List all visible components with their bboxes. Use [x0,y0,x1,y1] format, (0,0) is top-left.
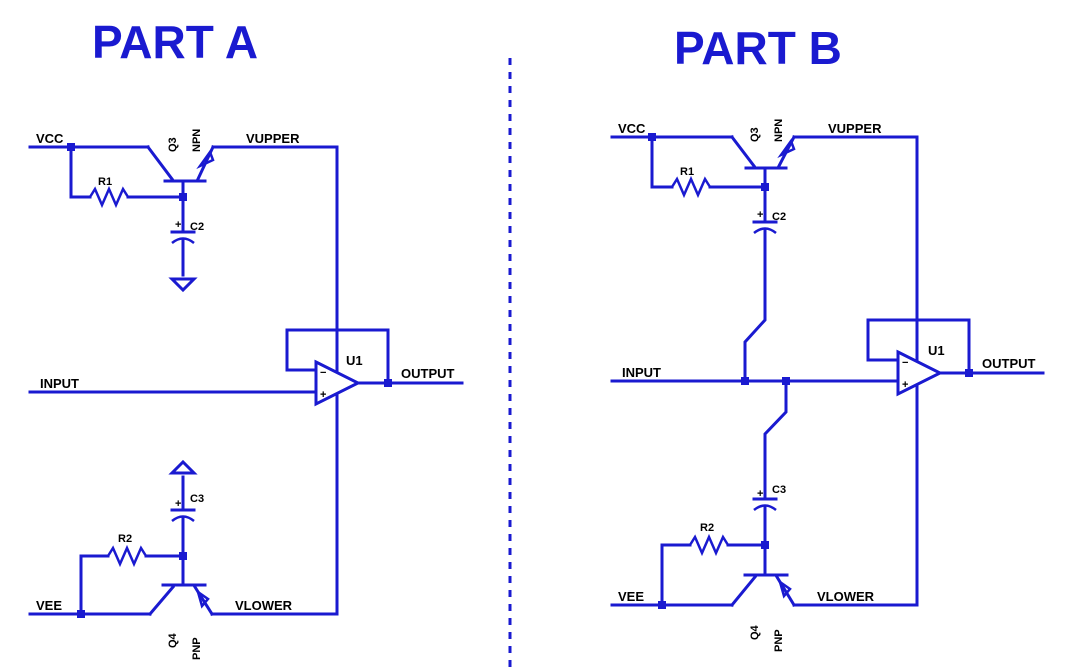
part-b-vlower-wire [792,384,919,607]
part-b-r1-resistor [670,175,712,199]
part-a-q4-transistor: Q4 PNP [147,583,215,660]
part-b-title: PART B [674,22,842,74]
part-b-q3-label: Q3 [749,127,761,142]
svg-text:+: + [175,498,181,510]
part-b-c2-label: C2 [772,211,786,223]
part-a-u1-opamp: − + U1 OUTPUT [285,328,464,407]
part-a-c3-capacitor: C3 + [168,459,204,587]
part-a-q4-label: Q4 [167,632,179,648]
svg-text:+: + [902,379,908,391]
svg-text:−: − [320,367,326,379]
part-a-output-label: OUTPUT [401,366,455,381]
part-a-vee-label: VEE [36,598,62,613]
svg-text:−: − [902,357,908,369]
part-a-vlower-label: VLOWER [235,598,293,613]
part-a-u1-label: U1 [346,353,363,368]
part-a-q3-transistor: Q3 NPN [145,129,215,199]
part-a-c2-capacitor: C2 + [168,195,204,293]
part-b-npn-label: NPN [773,119,785,142]
svg-text:+: + [320,389,326,401]
part-a-r2-resistor [106,544,148,568]
part-b-r1-label: R1 [680,166,694,178]
part-b-q4-transistor: Q4 PNP [729,573,797,652]
svg-text:+: + [757,209,763,221]
part-b-vee-label: VEE [618,589,644,604]
part-b-c3-label: C3 [772,484,786,496]
part-a-c3-label: C3 [190,493,204,505]
part-a-r1-resistor [88,185,130,209]
part-b-pnp-label: PNP [773,629,785,652]
part-a-pnp-label: PNP [191,637,203,660]
part-a-vupper-label: VUPPER [246,131,300,146]
svg-text:+: + [175,219,181,231]
part-b-u1-label: U1 [928,343,945,358]
svg-text:+: + [757,488,763,500]
part-b: PART B VCC R1 Q3 NPN C [610,22,1045,652]
part-a-vupper-wire [211,145,339,372]
part-b-vupper-label: VUPPER [828,121,882,136]
part-a-title: PART A [92,16,258,68]
part-a-npn-label: NPN [191,129,203,152]
part-b-r2-label: R2 [700,522,714,534]
part-a-input-label: INPUT [40,376,79,391]
part-a-q3-label: Q3 [167,137,179,152]
part-a-r1-label: R1 [98,176,112,188]
part-b-q3-transistor: Q3 NPN [729,119,797,189]
part-b-q4-label: Q4 [749,624,761,640]
part-b-u1-opamp: − + U1 OUTPUT [866,318,1045,397]
part-a-c2-label: C2 [190,221,204,233]
part-b-vlower-label: VLOWER [817,589,875,604]
part-b-vee-network: VEE R2 [610,522,769,609]
part-b-output-label: OUTPUT [982,356,1036,371]
part-a-vcc-label: VCC [36,131,64,146]
part-b-vupper-wire [792,135,919,362]
part-a-r2-label: R2 [118,533,132,545]
part-b-r2-resistor [688,533,730,557]
part-a-vlower-wire [210,394,339,616]
part-b-vcc-label: VCC [618,121,646,136]
part-b-c2-capacitor: C2 + [743,185,786,383]
part-b-input-label: INPUT [622,365,661,380]
part-a-vee-network: VEE R2 [28,533,187,618]
part-a: PART A VCC R1 Q3 NPN [28,16,464,660]
part-b-vcc-network: VCC R1 [610,121,769,199]
